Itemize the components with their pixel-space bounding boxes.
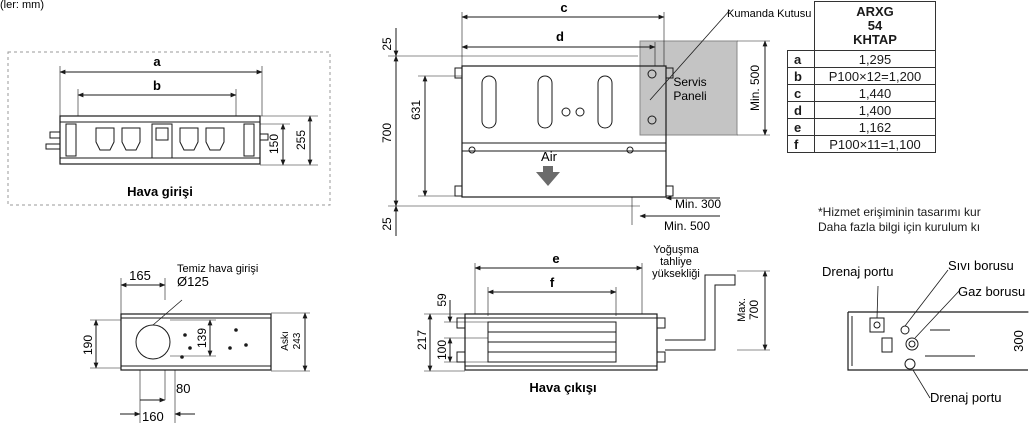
top-view: [388, 9, 770, 236]
model-header: ARXG 54 KHTAP: [814, 1, 936, 51]
air-label: Air: [541, 149, 558, 164]
fresh-air-label-1: Temiz hava girişi: [177, 263, 258, 275]
row-value: 1,295: [814, 50, 936, 68]
gas-pipe-label: Gaz borusu: [958, 284, 1025, 299]
dim-300-pipe-label: 300: [1011, 330, 1026, 352]
max-label: Max.: [736, 298, 748, 322]
drain-port-bottom: [904, 358, 916, 370]
dim-631-label: 631: [409, 100, 423, 120]
fresh-air-duct: [135, 324, 171, 360]
hanger-value: 243: [292, 332, 303, 349]
liquid-pipe-label: Sıvı borusu: [948, 258, 1014, 273]
dim-150-label: 150: [267, 134, 281, 154]
min-300-label: Min. 300: [675, 197, 721, 211]
air-inlet-caption: Hava girişi: [127, 184, 193, 199]
row-key: f: [787, 135, 815, 153]
rear-view: [424, 263, 770, 372]
min-500-vertical-label: Min. 500: [748, 65, 762, 111]
drain-pipe: [665, 274, 736, 351]
dim-d-label: d: [556, 29, 564, 44]
dim-f-label: f: [550, 275, 555, 290]
service-panel-label-2: Paneli: [673, 89, 706, 103]
fresh-air-label-2: Ø125: [177, 274, 209, 289]
dim-e-label: e: [552, 251, 559, 266]
rear-unit-body: [464, 313, 658, 371]
front-view: [7, 51, 331, 206]
drain-height-label-1: Yoğuşma: [653, 244, 699, 256]
gas-pipe-port: [905, 337, 919, 351]
row-key: b: [787, 67, 815, 85]
drain-height-label-3: yüksekliği: [652, 268, 700, 280]
air-outlet-caption: Hava çıkışı: [529, 380, 596, 395]
model-header-line-1: ARXG: [856, 4, 894, 19]
dim-700-label: 700: [380, 123, 394, 143]
row-key: d: [787, 101, 815, 119]
dim-80-label: 80: [176, 381, 190, 396]
row-value: 1,440: [814, 84, 936, 102]
min-500-horizontal-label: Min. 500: [664, 219, 710, 233]
pipe-unit-body: [847, 311, 1028, 371]
service-panel-label-1: Servis: [673, 75, 706, 89]
row-value: P100×12=1,200: [814, 67, 936, 85]
side-unit-body: [120, 313, 272, 371]
row-key: a: [787, 50, 815, 68]
dim-b-label: b: [153, 78, 161, 93]
dim-255-label: 255: [294, 130, 308, 150]
dim-100-label: 100: [435, 340, 449, 360]
dim-25-top-label: 25: [380, 37, 394, 51]
air-direction-arrow: [536, 166, 560, 186]
note-line-1: *Hizmet erişiminin tasarımı kur: [818, 205, 981, 219]
dim-139-label: 139: [195, 328, 209, 348]
dim-190-label: 190: [81, 335, 95, 355]
max-value: 700: [747, 300, 761, 320]
side-view: [90, 278, 310, 423]
dashed-border: [7, 51, 331, 206]
note-line-2: Daha fazla bilgi için kurulum kı: [818, 220, 981, 234]
dim-59-label: 59: [435, 293, 449, 307]
row-value: P100×11=1,100: [814, 135, 936, 153]
table-header-row: ARXG 54 KHTAP: [787, 1, 936, 51]
dim-165-label: 165: [129, 268, 151, 283]
pipe-view: [847, 269, 1029, 399]
liquid-pipe-port: [900, 325, 910, 335]
dim-c-label: c: [560, 0, 567, 15]
model-header-line-3: KHTAP: [853, 32, 897, 47]
top-unit-body: [461, 65, 667, 198]
dim-217-label: 217: [415, 330, 429, 350]
row-value: 1,400: [814, 101, 936, 119]
row-value: 1,162: [814, 118, 936, 136]
drain-height-label-2: tahliye: [660, 256, 692, 268]
drain-port-top-label: Drenaj portu: [822, 264, 894, 279]
model-header-line-2: 54: [867, 18, 883, 33]
row-key: c: [787, 84, 815, 102]
dim-25-bottom-label: 25: [380, 217, 394, 231]
header-fragment: (ler: mm): [0, 0, 44, 11]
hanger-label: Askı: [280, 331, 291, 350]
dim-160-label: 160: [142, 409, 164, 423]
dim-a-label: a: [153, 54, 161, 69]
drain-port-bottom-label: Drenaj portu: [930, 390, 1002, 405]
row-key: e: [787, 118, 815, 136]
